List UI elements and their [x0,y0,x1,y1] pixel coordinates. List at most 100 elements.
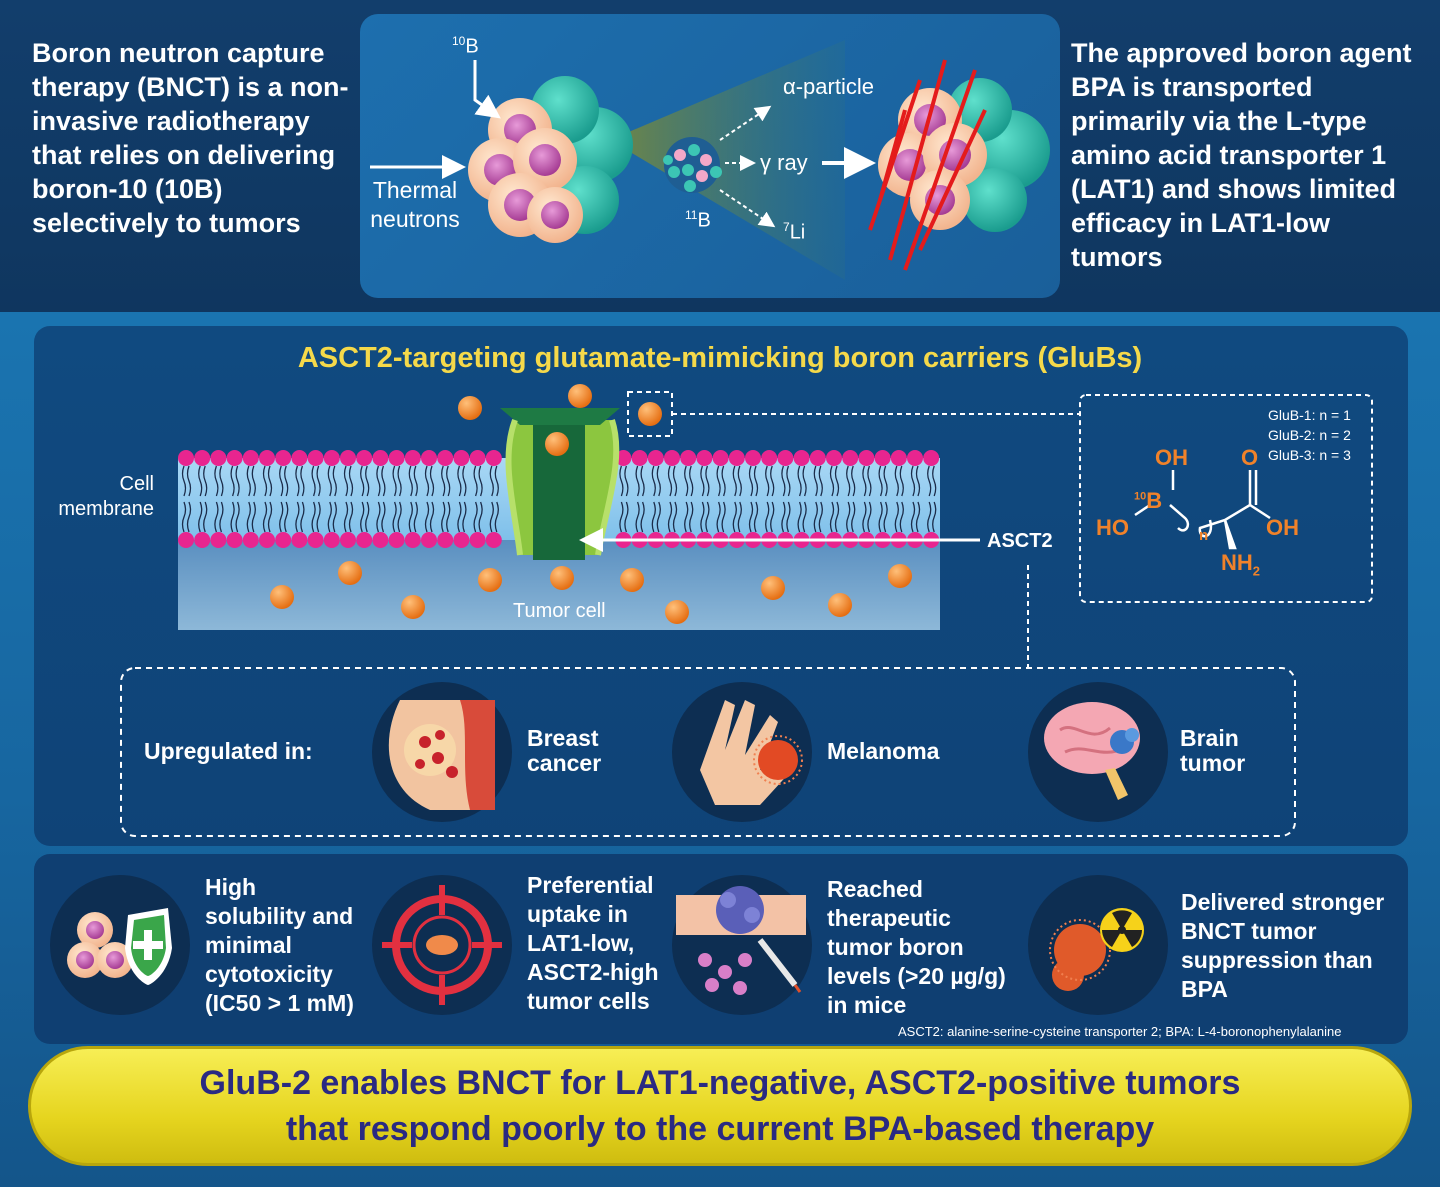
lipid-tail [732,465,742,497]
lipid-head [826,450,842,466]
lipid-tail [684,501,694,533]
lipid-tail [927,501,937,533]
lipid-tail [765,501,775,533]
lipid-head [372,532,389,548]
lipid-head [194,450,211,466]
lipid-head [437,532,454,548]
brain-tumor-icon [1028,682,1168,822]
lipid-tail [716,465,726,497]
lipid-tail [489,501,499,533]
lipid-head [307,532,324,548]
lipid-tail [457,465,467,497]
glub-molecule [638,402,662,426]
lipid-tail [910,465,921,497]
alpha-particle-label: α-particle [783,74,874,99]
melanoma-label: Melanoma [827,738,940,764]
lipid-tail [360,465,370,497]
lithium-7-label: 7Li [783,220,806,244]
lipid-tail [797,501,807,533]
lipid-tail [343,465,354,497]
lipid-head [485,532,502,548]
lipid-head [858,450,875,466]
lipid-tail [813,465,823,497]
lipid-tail [246,501,256,533]
lipid-head [178,450,194,466]
lipid-head [242,532,259,548]
lipid-head [664,450,680,466]
glub-molecule [458,396,482,420]
lipid-head [793,450,810,466]
banner-line-2: that respond poorly to the current BPA-b… [285,1110,1155,1148]
lipid-tail [862,465,872,497]
glubs-title: ASCT2-targeting glutamate-mimicking boro… [297,342,1143,374]
boron-nucleus [663,137,722,193]
lipid-tail [894,501,904,533]
lipid-tail [311,501,321,533]
asct2-label: ASCT2 [987,530,1053,552]
chem-ho: HO [1096,515,1129,540]
lipid-tail [181,501,192,533]
lipid-tail [813,501,823,533]
bnct-intro-text: Boron neutron capture therapy (BNCT) is … [32,38,349,238]
glub-structure-box [1079,394,1373,603]
lipid-tail [376,501,386,533]
lipid-head [453,532,470,548]
lipid-head [388,450,405,466]
glub-2-label: GluB-2: n = 2 [1268,427,1351,443]
lipid-tail [781,465,791,497]
lipid-tail [619,465,629,497]
lipid-head [615,450,632,466]
lipid-head [421,532,437,548]
damaged-tumor-cluster [868,59,1050,271]
abbreviation-footnote: ASCT2: alanine-serine-cysteine transport… [898,1024,1342,1039]
lipid-head [680,450,697,466]
lipid-tail [716,501,726,533]
lipid-tail [846,465,856,497]
lipid-tail [732,501,742,533]
lipid-tail [408,501,418,533]
lipid-tail [181,465,192,497]
lipid-head [842,450,859,466]
lipid-tail [878,501,888,533]
lipid-tail [441,501,451,533]
lipid-head [712,450,729,466]
lipid-head [275,450,292,466]
lipid-tail [910,501,921,533]
chem-nh2: NH2 [1221,550,1261,579]
lipid-tail [360,501,370,533]
lipid-tail [327,465,337,497]
lipid-tail [829,501,840,533]
glub-molecule [270,585,294,609]
lipid-tail [295,465,305,497]
melanoma-icon [672,682,812,822]
lipid-head [404,532,421,548]
lipid-head [728,450,745,466]
lipid-tail [667,501,678,533]
lipid-tail [327,501,337,533]
lipid-head [404,450,421,466]
glub-molecule [828,593,852,617]
lipid-tail [424,501,435,533]
lipid-head [340,450,356,466]
lipid-tail [473,465,483,497]
lipid-head [777,450,794,466]
reaction-beam [610,40,845,280]
chem-o-top: O [1241,445,1259,470]
lipid-tail [198,465,208,497]
bpa-limitation-text: The approved boron agent BPA is transpor… [1071,38,1412,272]
lipid-tail [230,465,240,497]
lipid-head [647,450,664,466]
lipid-head [469,450,486,466]
lipid-tail [846,501,856,533]
lipid-tail [376,465,386,497]
lipid-head [372,450,389,466]
tumor-cell-cluster [468,76,633,243]
lipid-tail [797,465,807,497]
lipid-head [356,532,373,548]
tumor-cell-label: Tumor cell [513,600,606,622]
glub-molecule [478,568,502,592]
